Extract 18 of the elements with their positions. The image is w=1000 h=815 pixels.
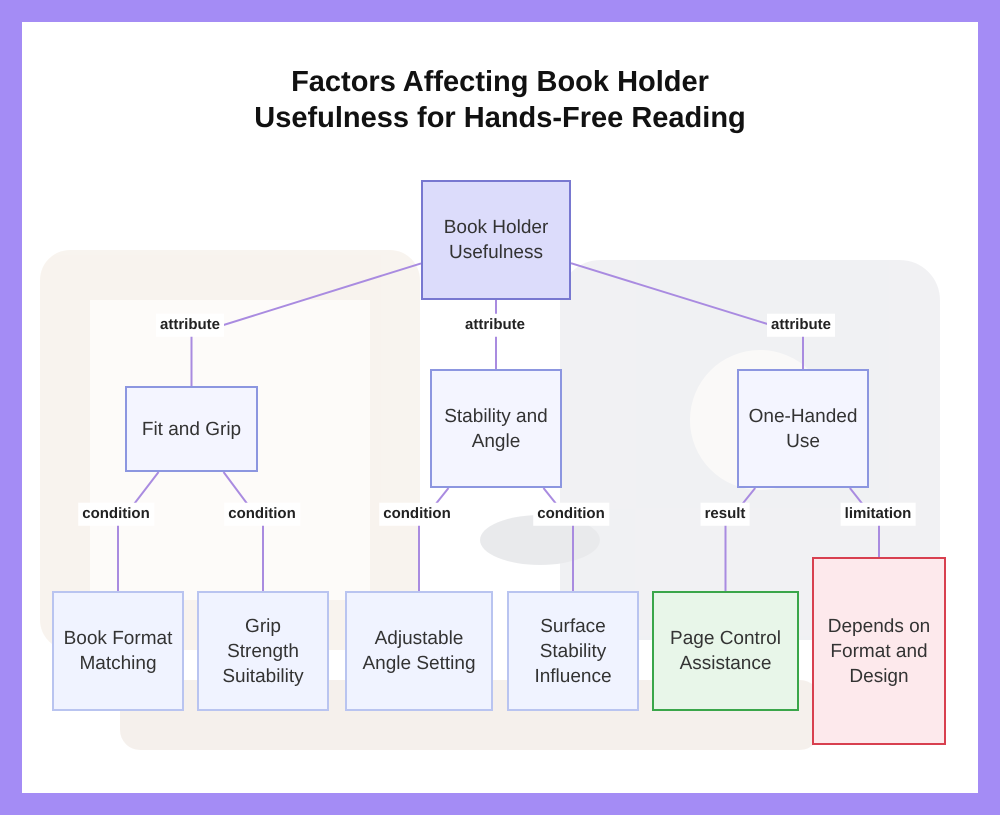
title: Factors Affecting Book Holder Usefulness for Hands-Free Reading <box>253 65 747 136</box>
concept-box: Book Format Matching <box>52 591 184 711</box>
concept-box: Surface Stability Influence <box>507 591 639 711</box>
concept-box: Book Holder Usefulness <box>421 180 571 300</box>
edge-label: result <box>700 502 750 526</box>
concept-box: Fit and Grip <box>125 386 258 472</box>
concept-box: Adjustable Angle Setting <box>345 591 493 711</box>
concept-box: Page Control Assistance <box>652 591 799 711</box>
concept-box: Stability and Angle <box>430 369 562 488</box>
concept-box: Grip Strength Suitability <box>197 591 329 711</box>
edge-label: condition <box>78 502 154 526</box>
concept-box: One-Handed Use <box>737 369 869 488</box>
edge-label: condition <box>533 502 609 526</box>
edge-label: condition <box>224 502 300 526</box>
edge-label: attribute <box>767 314 835 336</box>
concept-box: Depends on Format and Design <box>812 557 946 745</box>
edge-label: limitation <box>840 502 916 526</box>
edge-label: attribute <box>156 314 224 336</box>
